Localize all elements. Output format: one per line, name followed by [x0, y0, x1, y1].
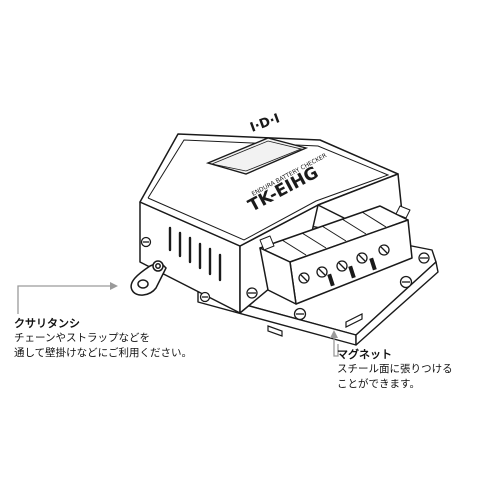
callout-arrow-magnet — [330, 330, 339, 357]
callout-magnet: マグネット スチール面に張りつける ことができます。 — [337, 347, 453, 392]
terminal-screws — [298, 244, 390, 284]
display-window — [205, 137, 309, 175]
callout-strap-title: クサリタンシ — [14, 317, 80, 330]
base-screws — [246, 252, 430, 321]
side-screw — [140, 236, 211, 303]
terminal-slots — [327, 257, 377, 287]
magnet — [267, 313, 363, 337]
callout-strap-line: 通して壁掛けなどにご利用ください。 — [14, 347, 192, 359]
logo-mark: I·D·I — [248, 111, 282, 135]
logo-text: I·D·I — [248, 111, 282, 135]
callout-magnet-title: マグネット — [337, 348, 392, 361]
callout-magnet-line: ことができます。 — [337, 378, 420, 390]
terminal-block — [259, 205, 413, 305]
callout-magnet-line: スチール面に張りつける — [337, 363, 453, 375]
callout-strap-line: チェーンやストラップなどを — [14, 332, 150, 344]
callout-arrow-strap — [17, 282, 118, 314]
callout-strap-loop: クサリタンシ チェーンやストラップなどを 通して壁掛けなどにご利用ください。 — [14, 316, 192, 361]
vent-slots — [168, 226, 222, 282]
strap-loop — [130, 260, 167, 296]
